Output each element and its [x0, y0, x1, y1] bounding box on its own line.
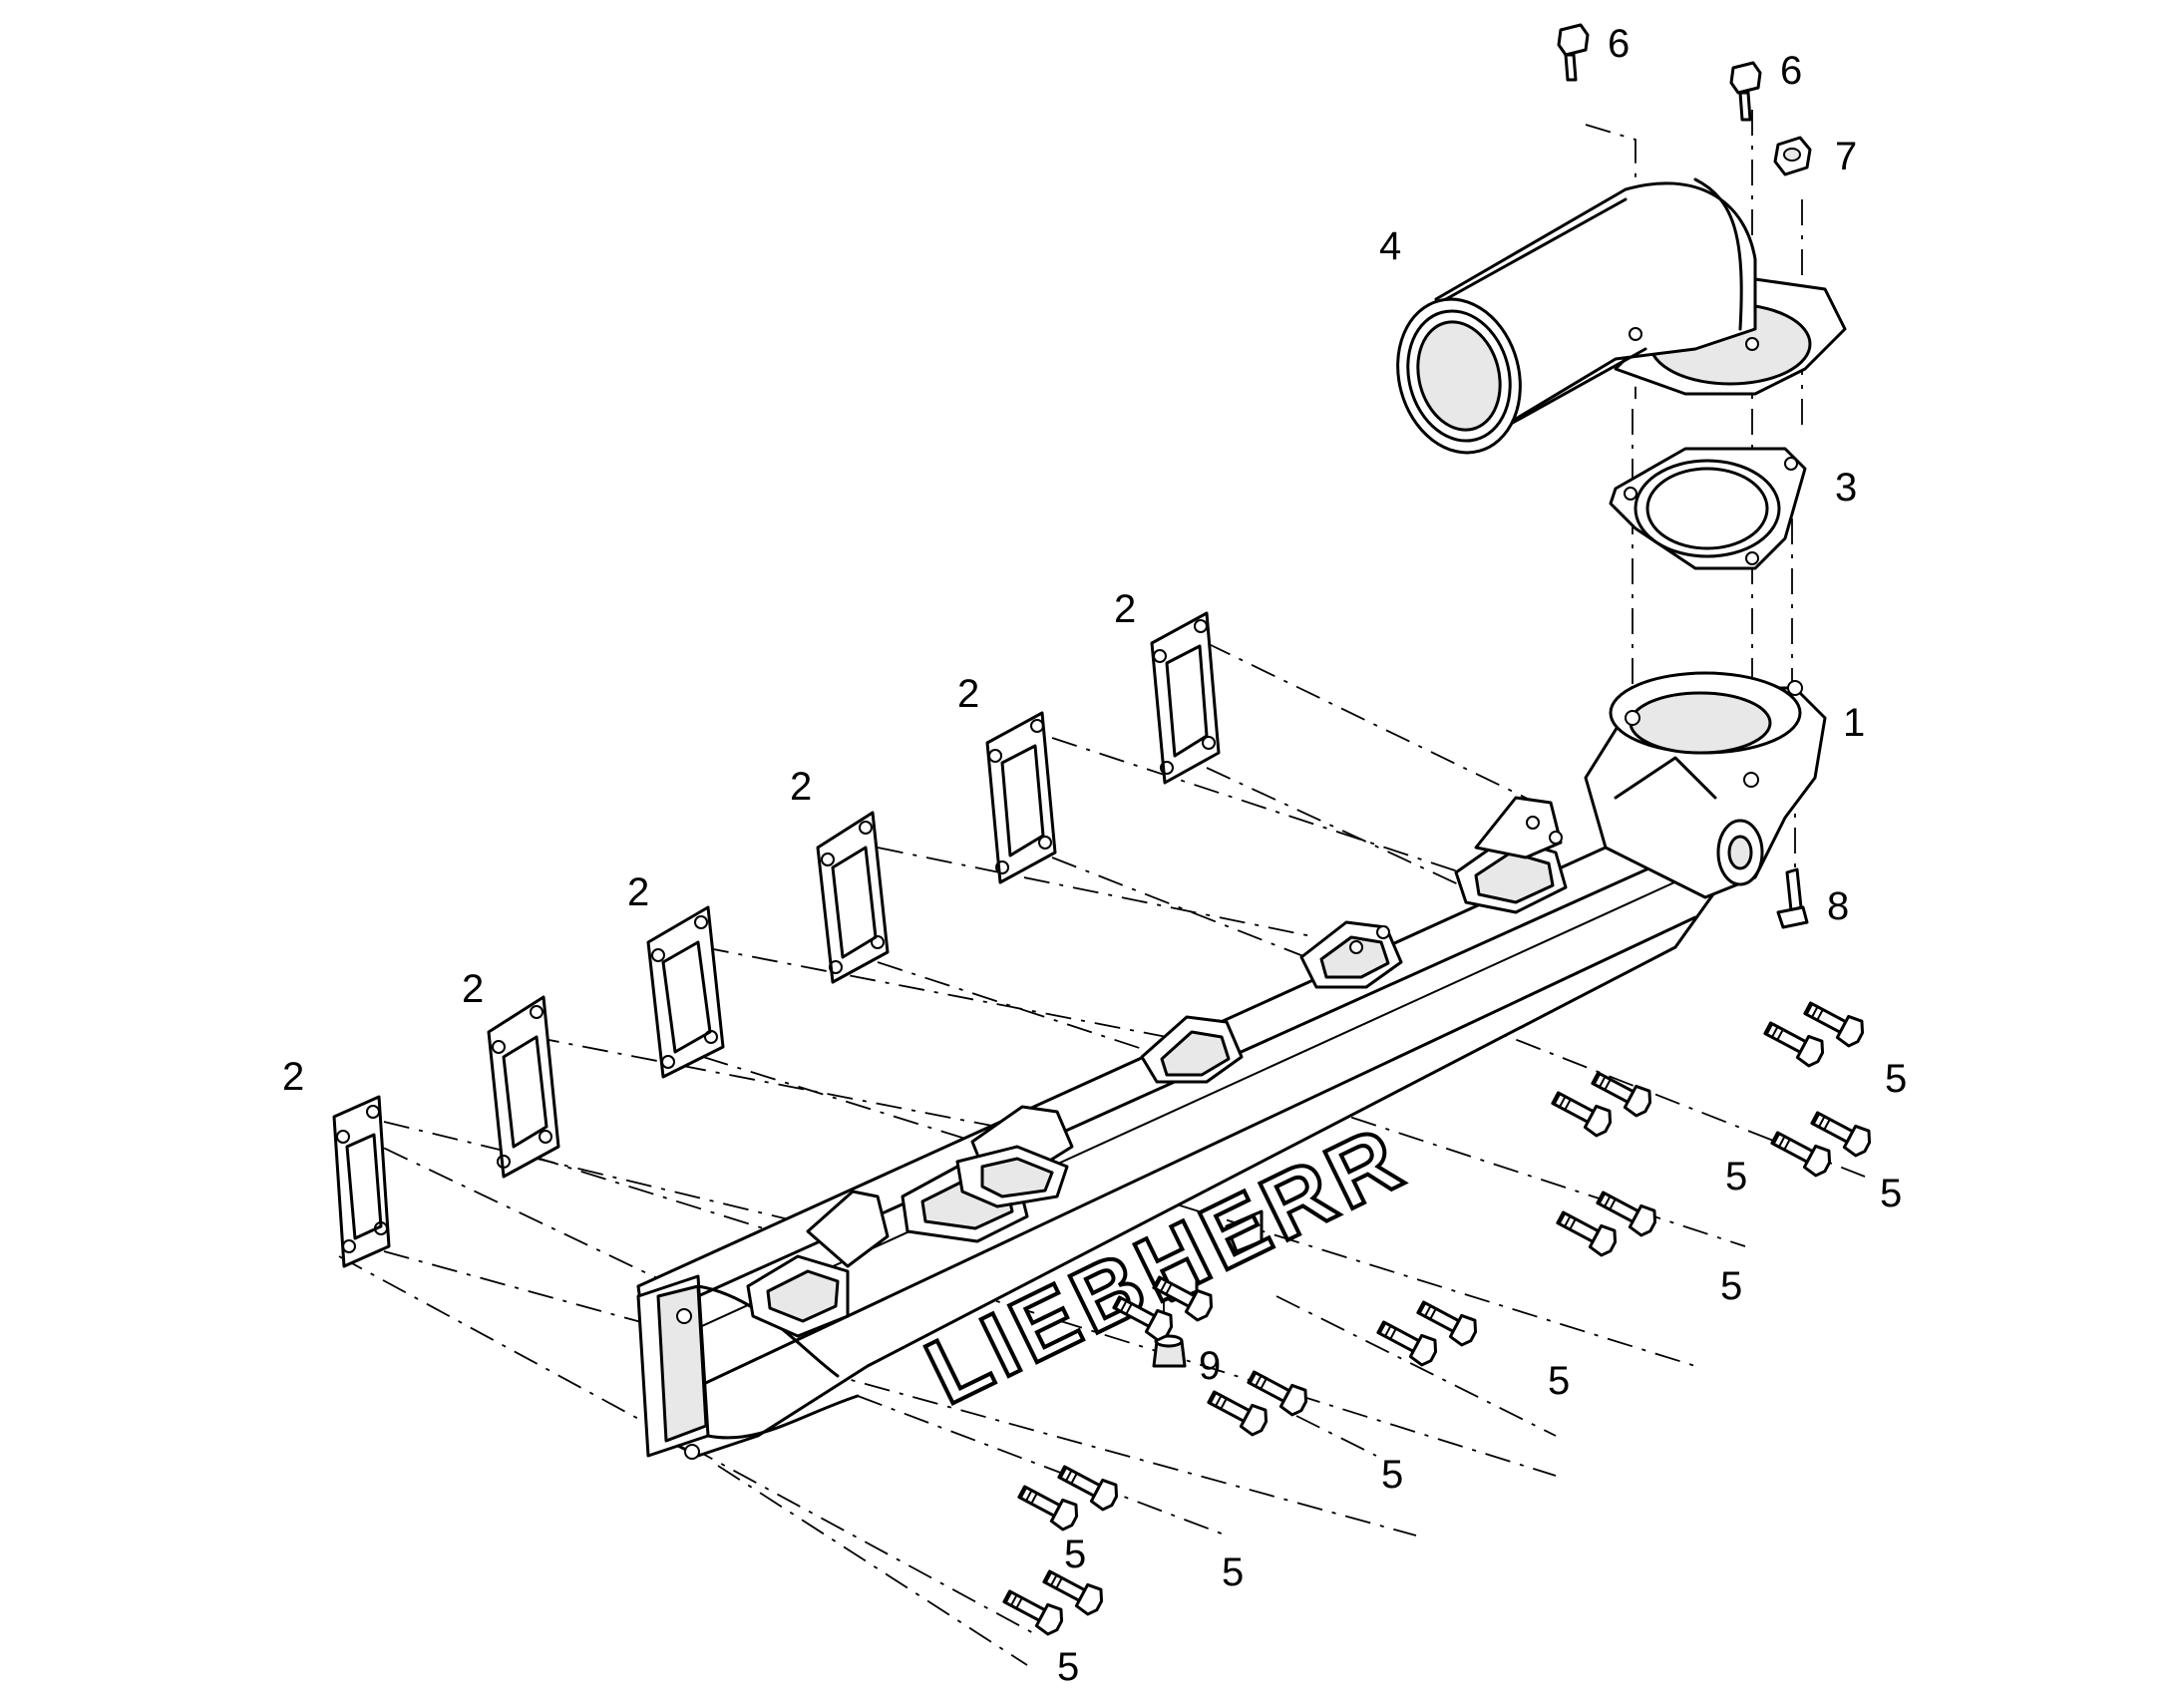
callout-5: 5: [1064, 1533, 1086, 1576]
callout-5: 5: [1720, 1264, 1742, 1308]
callout-2: 2: [957, 672, 979, 716]
manifold-port-5: [1299, 920, 1403, 989]
manifold-port-6: [1454, 796, 1568, 914]
bolt-7: [1596, 1191, 1657, 1237]
bolt-16: [1002, 1589, 1064, 1636]
callout-6: 6: [1608, 22, 1630, 66]
manifold-bolts: [1002, 1001, 1872, 1636]
bolt-3: [1591, 1071, 1652, 1118]
manifold-port-4: [1140, 1015, 1244, 1084]
callout-5: 5: [1885, 1057, 1907, 1101]
gasket-1: [332, 1095, 391, 1268]
bolt-17: [1152, 1275, 1214, 1322]
bolt-14: [1017, 1485, 1079, 1532]
callout-5: 5: [1222, 1550, 1244, 1594]
bolt-11: [1247, 1370, 1308, 1417]
exhaust-manifold: [636, 671, 1827, 1460]
gasket-2: [487, 995, 560, 1179]
bolt-8: [1556, 1210, 1618, 1257]
elbow-pipe: [1396, 177, 1847, 455]
callout-4: 4: [1379, 224, 1401, 268]
bolt-2: [1763, 1021, 1825, 1068]
bolt-9: [1416, 1300, 1478, 1347]
elbow-bolt-1: [1557, 23, 1590, 82]
callout-5: 5: [1880, 1172, 1902, 1215]
gasket-6: [1150, 611, 1221, 785]
turbo-gasket: [1609, 447, 1807, 570]
callout-9: 9: [1199, 1344, 1221, 1388]
bolt-12: [1207, 1390, 1269, 1437]
manifold-port-3: [955, 1105, 1074, 1208]
callout-1: 1: [1843, 701, 1865, 745]
callout-5: 5: [1057, 1645, 1079, 1689]
bolt-5: [1810, 1111, 1872, 1158]
gaskets: [332, 611, 1221, 1268]
callout-2: 2: [1114, 587, 1136, 631]
bolt-13: [1057, 1465, 1119, 1512]
gasket-3: [646, 905, 725, 1079]
callout-6: 6: [1780, 49, 1802, 93]
bolt-6: [1770, 1131, 1832, 1178]
callout-2: 2: [282, 1055, 304, 1099]
bolt-4: [1551, 1091, 1613, 1138]
flange-nut: [1773, 136, 1812, 176]
bolt-10: [1376, 1320, 1438, 1367]
manifold-port-1: [746, 1254, 850, 1338]
bolt-15: [1042, 1569, 1104, 1616]
callout-2: 2: [462, 967, 484, 1011]
callout-2: 2: [790, 765, 812, 809]
callout-8: 8: [1827, 884, 1849, 928]
callout-5: 5: [1381, 1453, 1403, 1497]
elbow-bolt-2: [1729, 61, 1762, 122]
bolt-18: [1112, 1295, 1174, 1342]
callout-7: 7: [1835, 135, 1857, 178]
callout-5: 5: [1725, 1155, 1747, 1198]
bolt-1: [1803, 1001, 1865, 1048]
callout-2: 2: [627, 870, 649, 914]
gasket-4: [816, 811, 890, 984]
callout-3: 3: [1835, 466, 1857, 510]
callout-labels: 1 2 2 2 2 2 2 2 3 4 5 5 5 5 5 5 5 5 5 6 …: [282, 22, 1907, 1689]
callout-5: 5: [1548, 1359, 1570, 1403]
stud: [1776, 867, 1809, 929]
gasket-5: [985, 711, 1057, 884]
